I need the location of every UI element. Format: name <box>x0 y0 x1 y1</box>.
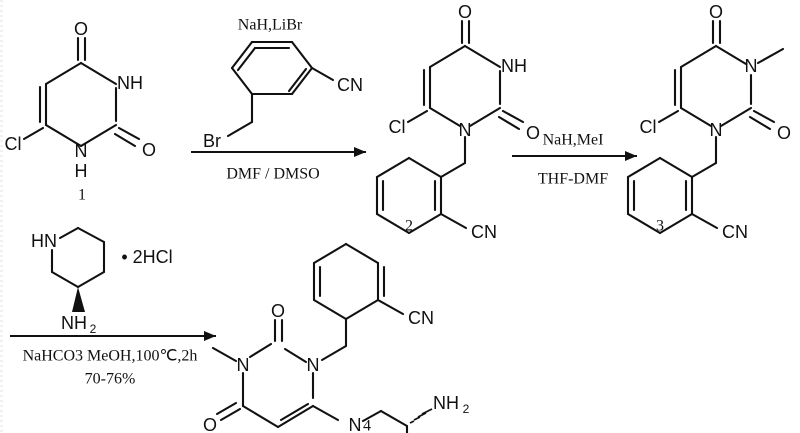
compound-4-atom-cn: CN <box>408 308 434 328</box>
scan-edge-artifact <box>0 0 3 433</box>
reagent-aminopiperidine-structure: HN NH 2 • 2HCl <box>31 226 173 336</box>
compound-1-atom-nh: NH <box>117 73 143 93</box>
compound-4-atom-nh: NH <box>433 393 459 413</box>
arrow-step-1-above-label: NaH,LiBr <box>238 17 303 34</box>
reagent-aminopiperidine-atom-nh-sub: 2 <box>90 322 97 336</box>
compound-4-caption: 4 <box>363 418 371 433</box>
arrow-step-2-below-label: THF-DMF <box>538 171 608 188</box>
arrow-step-3-head <box>204 331 216 341</box>
arrow-step-2-above-label: NaH,MeI <box>543 132 604 149</box>
compound-2-label: 2 <box>405 218 413 235</box>
compound-4-structure: CN N N O O N <box>203 242 470 433</box>
compound-2-atom-o-top: O <box>458 2 472 22</box>
reagent-benzyl-bromide-structure: CN Br <box>203 40 363 151</box>
arrow-step-3-below-label-2: 70-76% <box>85 371 136 388</box>
reagent-aminopiperidine-salt-label: • 2HCl <box>121 247 172 267</box>
compound-1-atom-o-right: O <box>142 140 156 160</box>
compound-3-atom-cn: CN <box>722 222 748 242</box>
reagent-aminopiperidine-atom-hn: HN <box>31 231 57 251</box>
compound-2-structure: O O NH N Cl CN 2 <box>375 2 540 242</box>
reagent-benzyl-bromide-atom-cn: CN <box>337 75 363 95</box>
compound-1-structure: O O NH N H Cl 1 <box>5 19 157 204</box>
compound-4-atom-n1: N <box>307 355 320 375</box>
compound-3-atom-n1: N <box>710 120 723 140</box>
arrow-step-1-below-label: DMF / DMSO <box>226 166 319 183</box>
reagent-aminopiperidine-atom-nh: NH <box>61 313 87 333</box>
compound-4-atom-nh-sub: 2 <box>463 402 470 416</box>
reagent-aminopiperidine-wedge-bond <box>72 287 85 312</box>
arrow-step-3: NaHCO3 MeOH,100℃,2h 70-76% <box>10 331 216 388</box>
compound-2-atom-nh: NH <box>501 56 527 76</box>
compound-4-atom-o-bottom: O <box>203 415 217 433</box>
compound-1-label: 1 <box>78 187 86 204</box>
arrow-step-3-below-label-1: NaHCO3 MeOH,100℃,2h <box>23 348 198 365</box>
compound-3-atom-o-top: O <box>709 2 723 22</box>
arrow-step-1: NaH,LiBr DMF / DMSO <box>191 17 366 183</box>
compound-3-atom-cl: Cl <box>640 117 657 137</box>
compound-3-atom-o-right: O <box>777 123 791 143</box>
arrow-step-2: NaH,MeI THF-DMF <box>512 132 637 188</box>
compound-3-structure: O O N N Cl CN 3 <box>626 2 791 242</box>
compound-2-atom-o-right: O <box>526 123 540 143</box>
compound-3-label: 3 <box>656 218 664 235</box>
compound-4-atom-o-top: O <box>271 301 285 321</box>
compound-2-atom-cl: Cl <box>389 117 406 137</box>
compound-2-atom-cn: CN <box>471 222 497 242</box>
compound-4-atom-n-piperidine: N <box>349 415 362 433</box>
compound-1-atom-n: N <box>75 141 88 161</box>
arrow-step-2-head <box>625 151 637 161</box>
reagent-benzyl-bromide-atom-br: Br <box>203 131 221 151</box>
compound-4-atom-n3: N <box>237 355 250 375</box>
arrow-step-1-head <box>354 147 366 157</box>
compound-4-hashed-wedge-bond <box>409 408 433 424</box>
compound-1-atom-h: H <box>75 161 88 181</box>
compound-2-atom-n: N <box>459 120 472 140</box>
compound-3-atom-n3: N <box>745 56 758 76</box>
compound-1-atom-cl: Cl <box>5 134 22 154</box>
compound-1-atom-o-top: O <box>74 19 88 39</box>
